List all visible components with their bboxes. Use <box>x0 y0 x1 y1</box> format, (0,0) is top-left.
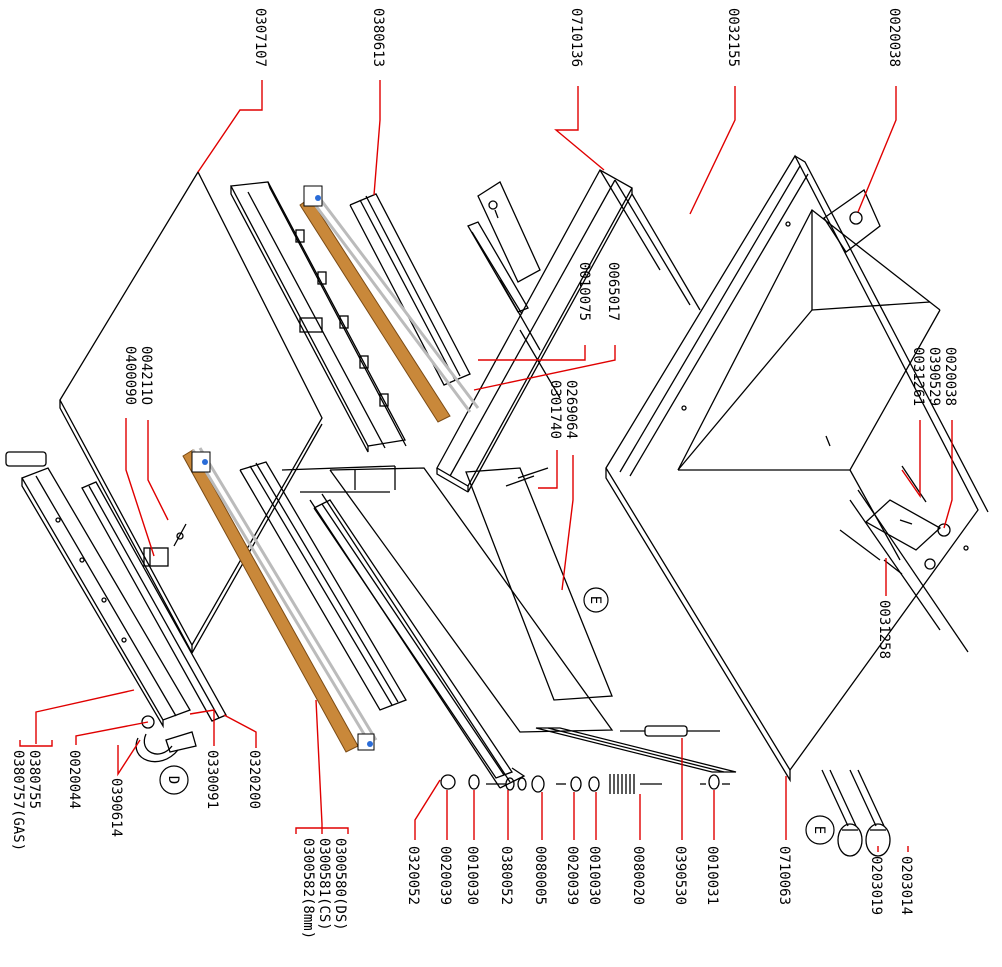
label-0031261: 0031261 <box>910 347 926 406</box>
channel-lower <box>239 461 407 711</box>
gas-pipes <box>821 769 891 857</box>
channel-upper <box>349 193 471 386</box>
label-0320052: 0320052 <box>405 846 421 905</box>
label-0031258: 0031258 <box>876 600 892 659</box>
label-0301740: 0301740 <box>547 380 563 439</box>
label-0307107: 0307107 <box>252 8 268 67</box>
label-0065017: 0065017 <box>605 262 621 321</box>
label-0380052: 0380052 <box>498 846 514 905</box>
label-0080020: 0080020 <box>630 846 646 905</box>
top-panel <box>59 170 323 655</box>
label-0010075: 0010075 <box>576 262 592 321</box>
burner-plate <box>864 465 969 575</box>
label-0390529: 0390529 <box>926 347 942 406</box>
label-0203019: 0203019 <box>868 856 884 915</box>
label-0300581: 0300581(CS) <box>316 838 332 931</box>
fastener-row <box>440 774 730 794</box>
label-0080005: 0080005 <box>532 846 548 905</box>
label-0203014: 0203014 <box>898 856 914 915</box>
upper-rail <box>229 181 407 453</box>
cross-bars <box>281 465 396 493</box>
label-0032155: 0032155 <box>725 8 741 67</box>
label-0042110: 004211O <box>138 346 154 405</box>
label-0020039-a: 0020039 <box>437 846 453 905</box>
strip-lower <box>182 447 378 753</box>
label-0300582: 0300582(8mm) <box>300 838 316 939</box>
inner-strip <box>81 481 227 722</box>
label-0320200: 0320200 <box>246 750 262 809</box>
label-0020038-mid: 0020038 <box>942 347 958 406</box>
detail-marker-e-top: E <box>583 587 609 613</box>
detail-marker-d: D <box>159 765 189 795</box>
label-0020044: 0020044 <box>66 750 82 809</box>
label-0020039-b: 0020039 <box>564 846 580 905</box>
detail-marker-d-text: D <box>165 776 181 784</box>
side-rail <box>5 451 191 729</box>
label-0010030-a: 0010030 <box>464 846 480 905</box>
detail-marker-e-top-text: E <box>587 596 603 604</box>
label-0390530: 0390530 <box>672 846 688 905</box>
label-0380757: 0380757(GAS) <box>10 750 26 851</box>
bracket <box>143 523 187 567</box>
rod <box>620 725 720 737</box>
label-0300580: 0300580(DS) <box>332 838 348 931</box>
strip-upper <box>299 185 480 423</box>
label-0710063: 0710063 <box>776 846 792 905</box>
label-0710136: 0710136 <box>568 8 584 67</box>
clip <box>467 181 541 315</box>
label-0330091: 0330091 <box>204 750 220 809</box>
bent-tube <box>135 715 197 763</box>
label-0400090: 0400090 <box>122 346 138 405</box>
part-labels: 0020038 0032155 0710136 0380613 0307107 … <box>10 8 958 939</box>
label-0010031: 0010031 <box>704 846 720 905</box>
label-0269064: 0269064 <box>563 380 579 439</box>
detail-markers: E E D <box>159 587 835 845</box>
detail-marker-e-bottom-text: E <box>811 826 827 834</box>
label-0380755: 0380755 <box>26 750 42 809</box>
part-outlines <box>5 154 989 857</box>
base-body <box>605 154 989 783</box>
tray-0710136 <box>436 169 701 493</box>
detail-marker-e-bottom: E <box>805 815 835 845</box>
connector-strips <box>182 185 480 753</box>
label-0020038-top: 0020038 <box>886 8 902 67</box>
label-0380613: 0380613 <box>370 8 386 67</box>
label-0390614: 0390614 <box>108 778 124 837</box>
small-rails <box>313 499 513 779</box>
label-0010030-b: 0010030 <box>586 846 602 905</box>
leader-lines <box>19 80 953 852</box>
